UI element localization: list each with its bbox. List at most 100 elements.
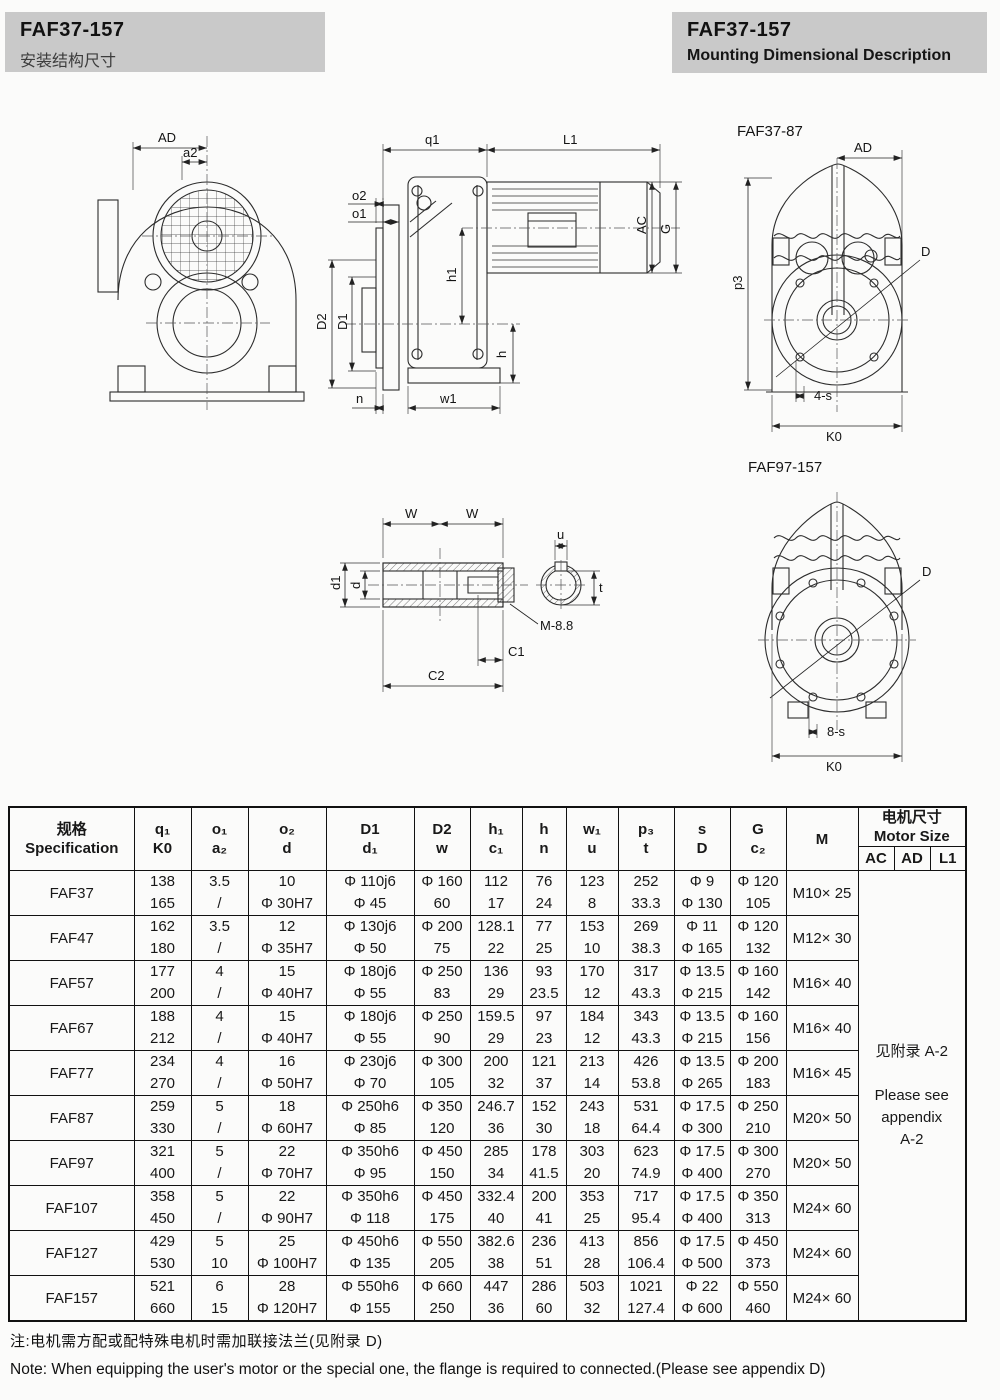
dim-label-flange-large-d: D — [922, 564, 931, 579]
dim-label-n: n — [356, 391, 363, 406]
dim-label-h1: h1 — [444, 268, 459, 282]
dim-label-k0-large: K0 — [826, 759, 842, 774]
value-cell: 3.5/ — [190, 915, 249, 961]
spec-cell: FAF67 — [8, 1005, 135, 1051]
side-view-drawing: q1 L1 o2 o1 D2 D1 h1 — [314, 132, 682, 414]
value-cell: 4/ — [190, 1005, 249, 1051]
header-right-subtitle: Mounting Dimensional Description — [687, 47, 952, 64]
dim-label-u: u — [557, 527, 564, 542]
m-cell: M24× 60 — [785, 1185, 859, 1231]
dim-label-c2: C2 — [428, 668, 445, 683]
m-cell: M24× 60 — [785, 1275, 859, 1322]
motor-subcol-header: L1 — [929, 846, 967, 871]
dim-label-t: t — [599, 580, 603, 595]
header-right-title: FAF37-157 — [687, 19, 792, 41]
shaft-detail-drawing: W W d1 d M-8.8 C1 C2 u — [328, 506, 603, 692]
note-chinese: 注:电机需方配或配特殊电机时需加联接法兰(见附录 D) — [10, 1333, 383, 1350]
spec-cell: FAF47 — [8, 915, 135, 961]
value-cell: 5/ — [190, 1185, 249, 1231]
thread-label: M-8.8 — [540, 618, 573, 633]
spec-cell: FAF37 — [8, 870, 135, 916]
dim-label-c1: C1 — [508, 644, 525, 659]
spec-cell: FAF107 — [8, 1185, 135, 1231]
value-cell: 5/ — [190, 1140, 249, 1186]
header-left-subtitle: 安装结构尺寸 — [20, 53, 117, 70]
m-cell: M24× 60 — [785, 1230, 859, 1276]
value-cell: 4/ — [190, 1050, 249, 1096]
value-cell: 5/ — [190, 1095, 249, 1141]
spec-cell: FAF127 — [8, 1230, 135, 1276]
m-cell: M16× 40 — [785, 960, 859, 1006]
note-english: Note: When equipping the user's motor or… — [10, 1361, 826, 1378]
dim-label-d2: D2 — [314, 313, 329, 330]
flange-view-large-drawing: FAF97-157 — [748, 459, 931, 774]
dim-label-ad: AD — [158, 130, 176, 145]
motor-subcol-header: AC — [857, 846, 895, 871]
m-cell: M10× 25 — [785, 870, 859, 916]
dim-label-q1: q1 — [425, 132, 439, 147]
m-cell: M16× 40 — [785, 1005, 859, 1051]
dim-label-flange-d: D — [921, 244, 930, 259]
technical-drawings: AD a2 — [97, 123, 931, 774]
